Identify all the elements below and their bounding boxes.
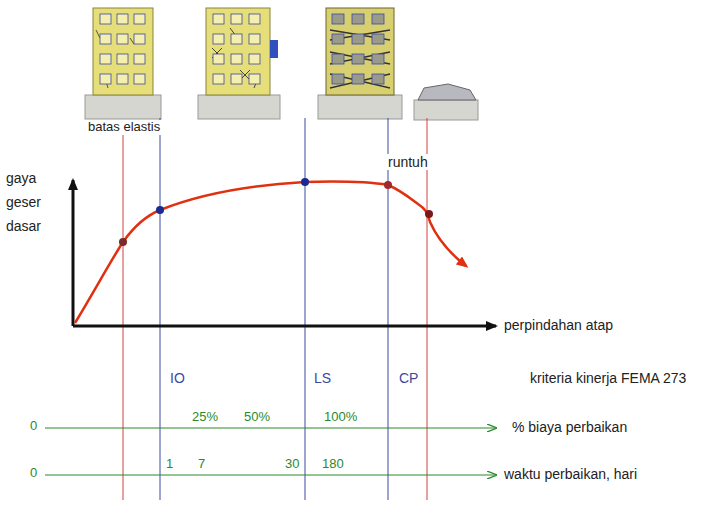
performance-level: IO — [168, 370, 187, 386]
window — [231, 74, 242, 84]
scale-value: 1 — [164, 457, 175, 472]
window — [332, 54, 344, 64]
axis-label: gaya geser dasar — [4, 166, 54, 238]
window — [249, 74, 260, 84]
window — [332, 14, 344, 24]
window — [100, 74, 111, 84]
scale-value: 7 — [196, 457, 207, 472]
limit-label: runtuh — [386, 154, 430, 170]
window — [352, 14, 364, 24]
scale-value: 0 — [28, 466, 39, 481]
window — [100, 54, 111, 64]
window — [100, 34, 111, 44]
window — [231, 54, 242, 64]
window — [134, 74, 145, 84]
scale-title: waktu perbaikan, hari — [502, 466, 639, 482]
window — [117, 54, 128, 64]
scale-value: 100% — [322, 410, 359, 425]
window — [249, 54, 260, 64]
window — [134, 54, 145, 64]
window — [213, 14, 224, 24]
scale-value: 180 — [320, 457, 346, 472]
window — [249, 14, 260, 24]
window — [372, 34, 384, 44]
window — [213, 74, 224, 84]
performance-level: LS — [312, 370, 333, 386]
window — [372, 74, 384, 84]
scale-value: 25% — [190, 410, 220, 425]
window — [213, 34, 224, 44]
scale-title: kriteria kinerja FEMA 273 — [528, 370, 688, 386]
window — [134, 14, 145, 24]
window — [352, 74, 364, 84]
scale-value: 0 — [28, 419, 39, 434]
axis-label: perpindahan atap — [502, 317, 615, 333]
window — [117, 34, 128, 44]
performance-level: CP — [397, 370, 420, 386]
window — [352, 54, 364, 64]
scale-value: 30 — [283, 457, 301, 472]
window — [332, 74, 344, 84]
window — [231, 14, 242, 24]
building-ls — [318, 8, 402, 119]
window — [117, 74, 128, 84]
window — [231, 34, 242, 44]
window — [213, 54, 224, 64]
scale-value: 50% — [242, 410, 272, 425]
window — [332, 34, 344, 44]
limit-label: batas elastis — [86, 120, 162, 135]
scale-title: % biaya perbaikan — [510, 419, 629, 435]
window — [117, 14, 128, 24]
window — [372, 14, 384, 24]
window — [372, 54, 384, 64]
building-elastic — [85, 8, 161, 119]
window — [134, 34, 145, 44]
window — [100, 14, 111, 24]
window — [352, 34, 364, 44]
collapsed-building — [414, 84, 478, 120]
window — [249, 34, 260, 44]
building-io — [198, 8, 280, 119]
